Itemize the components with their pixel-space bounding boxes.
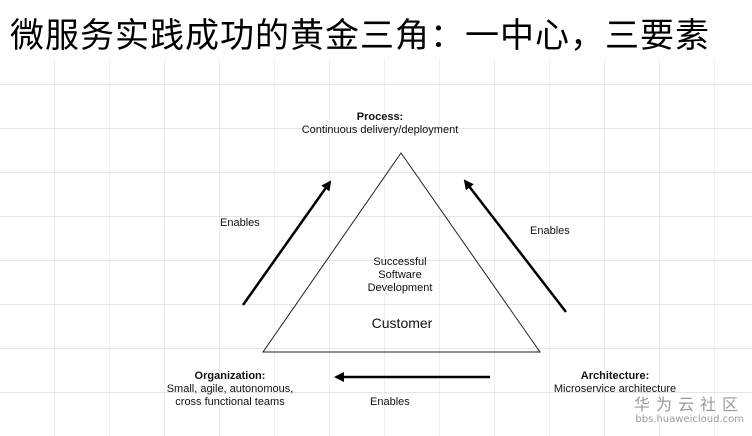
organization-node: Organization: Small, agile, autonomous, … (140, 370, 320, 409)
process-heading: Process: (356, 111, 404, 123)
organization-heading: Organization: (194, 370, 266, 382)
edge-label-bottom: Enables (370, 396, 410, 408)
organization-detail-line2: cross functional teams (175, 396, 285, 408)
triangle-outline (262, 152, 541, 353)
center-line2: Software (378, 269, 422, 281)
customer-label: Customer (371, 315, 433, 331)
arrow-right-enables (463, 179, 567, 313)
watermark-url: bbs.huaweicloud.com (635, 414, 744, 425)
architecture-node: Architecture: Microservice architecture (530, 370, 700, 396)
edge-label-left: Enables (220, 217, 260, 229)
organization-detail-line1: Small, agile, autonomous, (166, 383, 294, 395)
architecture-heading: Architecture: (580, 370, 650, 382)
center-line3: Development (367, 282, 433, 294)
edge-label-right: Enables (530, 225, 570, 237)
arrow-left-enables (241, 180, 332, 306)
grid-background (0, 58, 752, 436)
center-label: Successful Software Development (340, 256, 460, 295)
watermark-name: 华为云社区 (633, 395, 744, 414)
process-detail: Continuous delivery/deployment (301, 124, 459, 136)
watermark: 华为云社区 bbs.huaweicloud.com (634, 396, 744, 426)
center-line1: Successful (373, 256, 427, 268)
slide-title: 微服务实践成功的黄金三角：一中心，三要素 (10, 16, 710, 56)
architecture-detail: Microservice architecture (553, 383, 677, 395)
process-node: Process: Continuous delivery/deployment (290, 111, 470, 137)
